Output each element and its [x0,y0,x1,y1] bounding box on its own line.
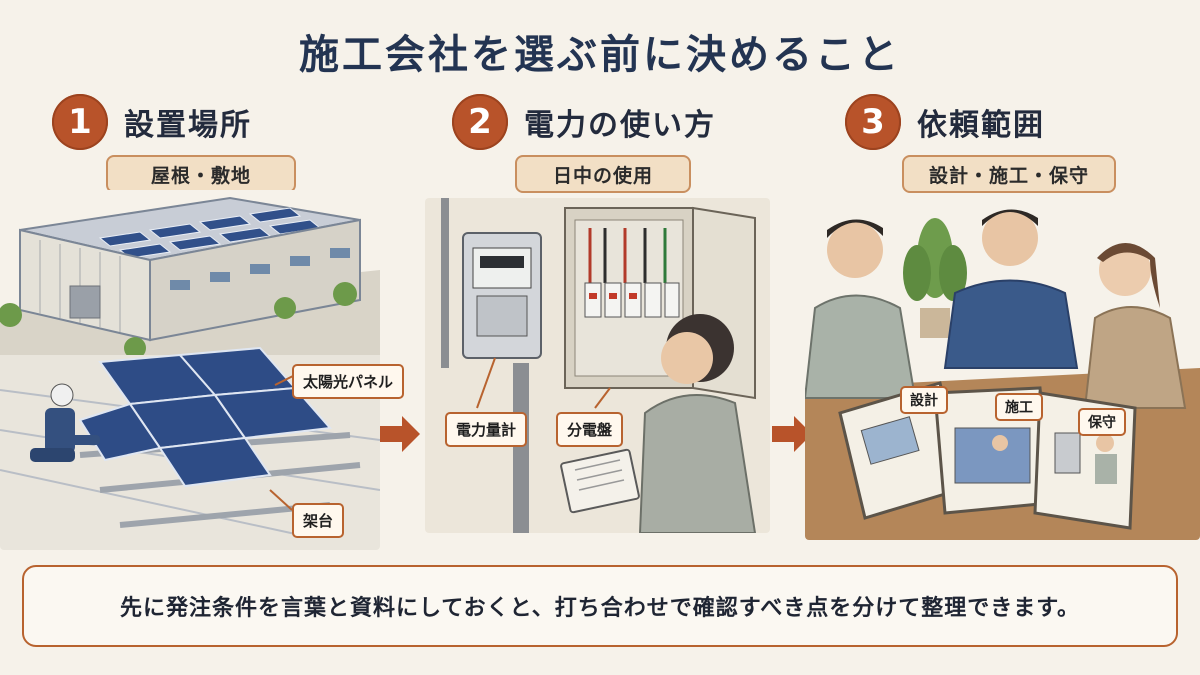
distribution-board-label: 分電盤 [556,412,624,447]
maintenance-label: 保守 [1078,408,1126,436]
step-1-title: 設置場所 [124,108,252,143]
step-2-illustration [425,198,770,533]
step-2-number: 2 [452,94,508,150]
step-1-pill: 屋根・敷地 [106,155,296,193]
meter-label: 電力量計 [445,412,528,447]
design-label: 設計 [900,386,948,414]
step-3-number: 3 [845,94,901,150]
inspector-figure [560,314,757,533]
step-3-header: 3 依頼範囲 [845,94,1045,150]
solar-panel-label: 太陽光パネル [292,364,405,399]
person-center [943,209,1079,369]
mount-label: 架台 [292,503,345,538]
person-right [1083,243,1187,409]
worker-figure [30,383,100,462]
step-1-number: 1 [52,94,108,150]
page-title: 施工会社を選ぶ前に決めること [299,32,901,78]
plant-icon [903,218,967,338]
summary-banner: 先に発注条件を言葉と資料にしておくと、打ち合わせで確認すべき点を分けて整理できま… [22,565,1178,647]
arrow-right-icon [772,416,812,452]
arrow-right-icon [380,416,420,452]
step-2-header: 2 電力の使い方 [452,94,716,150]
meter-distribution-illustration [425,198,770,533]
step-2-pill: 日中の使用 [515,155,691,193]
construction-label: 施工 [995,393,1043,421]
meeting-illustration [805,198,1200,540]
step-3-pill: 設計・施工・保守 [902,155,1116,193]
step-2-title: 電力の使い方 [524,108,716,143]
step-1-header: 1 設置場所 [52,94,252,150]
step-3-title: 依頼範囲 [917,108,1045,143]
person-left [805,219,917,399]
step-3-illustration [805,198,1200,540]
summary-text: 先に発注条件を言葉と資料にしておくと、打ち合わせで確認すべき点を分けて整理できま… [119,596,1081,621]
